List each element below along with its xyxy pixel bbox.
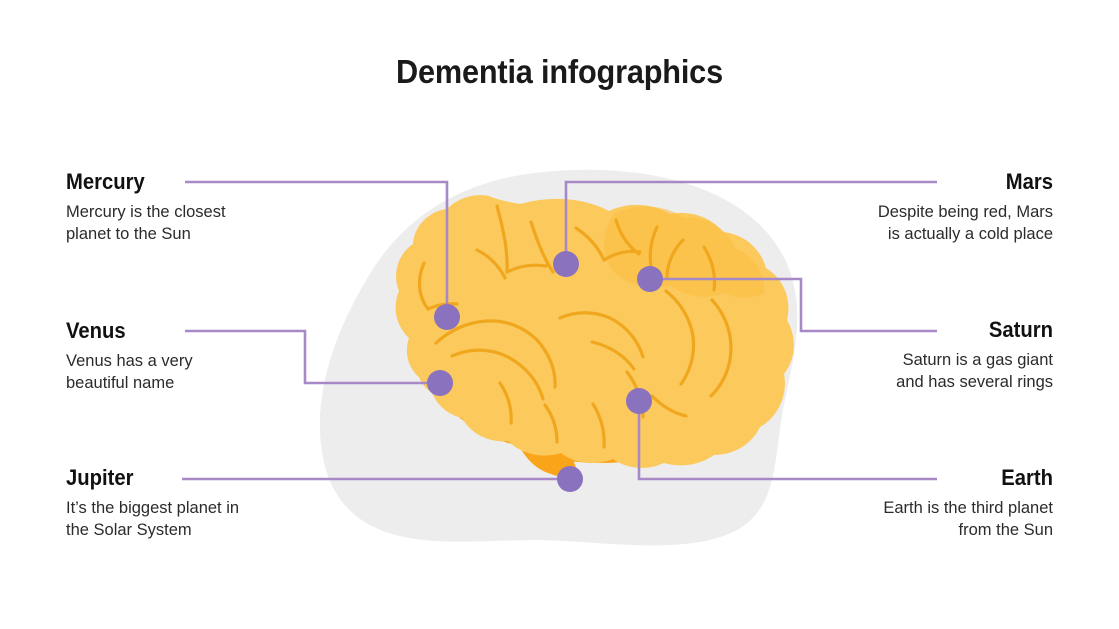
- entry-title-venus: Venus: [66, 318, 126, 343]
- entry-description-jupiter: It’s the biggest planet in the Solar Sys…: [66, 499, 240, 540]
- entry-earth: Earth Earth is the third planet from the…: [753, 466, 1053, 542]
- entry-title-mercury: Mercury: [66, 169, 145, 194]
- entry-description-venus: Venus has a very beautiful name: [66, 352, 193, 393]
- entry-venus: Venus Venus has a very beautiful name: [66, 319, 366, 395]
- entry-description-saturn: Saturn is a gas giant and has several ri…: [896, 351, 1053, 392]
- entry-description-earth: Earth is the third planet from the Sun: [883, 499, 1053, 540]
- marker-dot-saturn[interactable]: [637, 266, 663, 292]
- connector-mercury: [185, 180, 449, 317]
- page-title: Dementia infographics: [396, 53, 723, 90]
- brain-folds: [417, 204, 733, 449]
- connector-mars: [564, 180, 937, 264]
- entry-title-mars: Mars: [1005, 169, 1053, 194]
- marker-dot-mercury[interactable]: [434, 304, 460, 330]
- marker-dot-jupiter[interactable]: [557, 466, 583, 492]
- entry-title-earth: Earth: [1001, 465, 1053, 490]
- brain-graphic: [395, 195, 794, 477]
- entry-mercury: Mercury Mercury is the closest planet to…: [66, 170, 366, 246]
- marker-dot-earth[interactable]: [626, 388, 652, 414]
- entry-description-mars: Despite being red, Mars is actually a co…: [877, 203, 1053, 244]
- entry-saturn: Saturn Saturn is a gas giant and has sev…: [753, 318, 1053, 394]
- marker-dot-venus[interactable]: [427, 370, 453, 396]
- entry-mars: Mars Despite being red, Mars is actually…: [753, 170, 1053, 246]
- connector-saturn: [650, 277, 937, 333]
- connector-earth: [637, 401, 937, 481]
- connector-venus: [185, 329, 440, 385]
- entry-title-saturn: Saturn: [988, 317, 1053, 342]
- entry-description-mercury: Mercury is the closest planet to the Sun: [66, 203, 226, 244]
- entry-jupiter: Jupiter It’s the biggest planet in the S…: [66, 466, 366, 542]
- entry-title-jupiter: Jupiter: [66, 465, 134, 490]
- marker-dot-mars[interactable]: [553, 251, 579, 277]
